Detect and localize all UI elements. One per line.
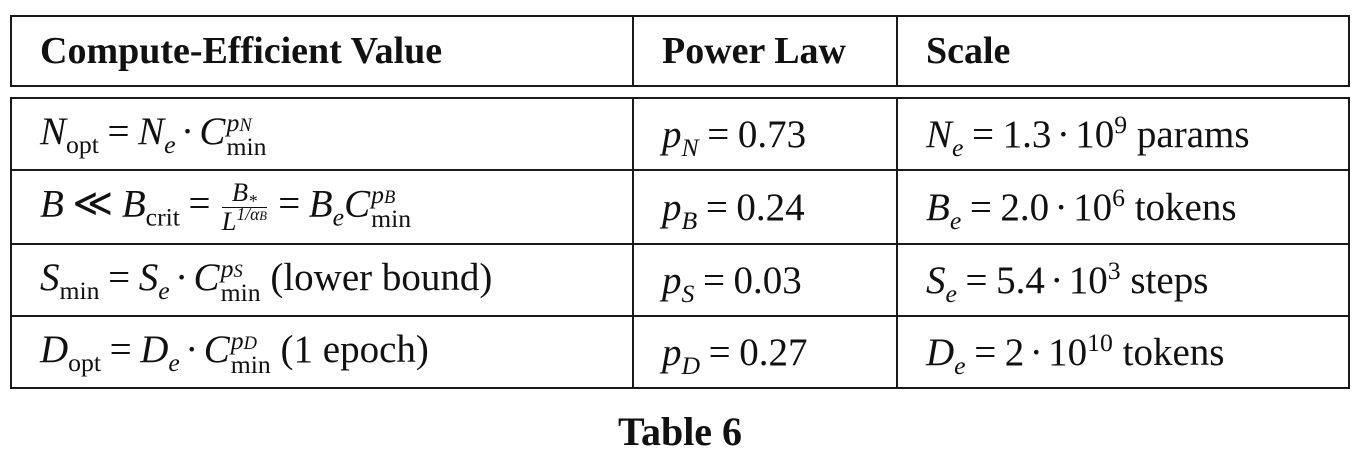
- power-law-p-b: pB=0.24: [632, 169, 898, 245]
- power-law-p-d: pD=0.27: [632, 315, 898, 389]
- scale-n-e: Ne=1.3·109 params: [896, 97, 1350, 171]
- scale-b-e: Be=2.0·106 tokens: [896, 169, 1350, 245]
- power-law-p-n: pN=0.73: [632, 97, 898, 171]
- header-compute-efficient-value: Compute-Efficient Value: [10, 15, 634, 87]
- table-caption: Table 6: [617, 409, 743, 454]
- scale-d-e: De=2·1010 tokens: [896, 315, 1350, 389]
- scale-s-e: Se=5.4·103 steps: [896, 243, 1350, 317]
- value-note: (lower bound): [270, 255, 493, 299]
- header-scale: Scale: [896, 15, 1350, 87]
- table-header: Compute-Efficient Value Power Law Scale: [10, 15, 1350, 87]
- header-row: Compute-Efficient Value Power Law Scale: [10, 15, 1350, 87]
- value-note: (1 epoch): [280, 327, 429, 371]
- header-power-law: Power Law: [632, 15, 898, 87]
- power-law-p-s: pS=0.03: [632, 243, 898, 317]
